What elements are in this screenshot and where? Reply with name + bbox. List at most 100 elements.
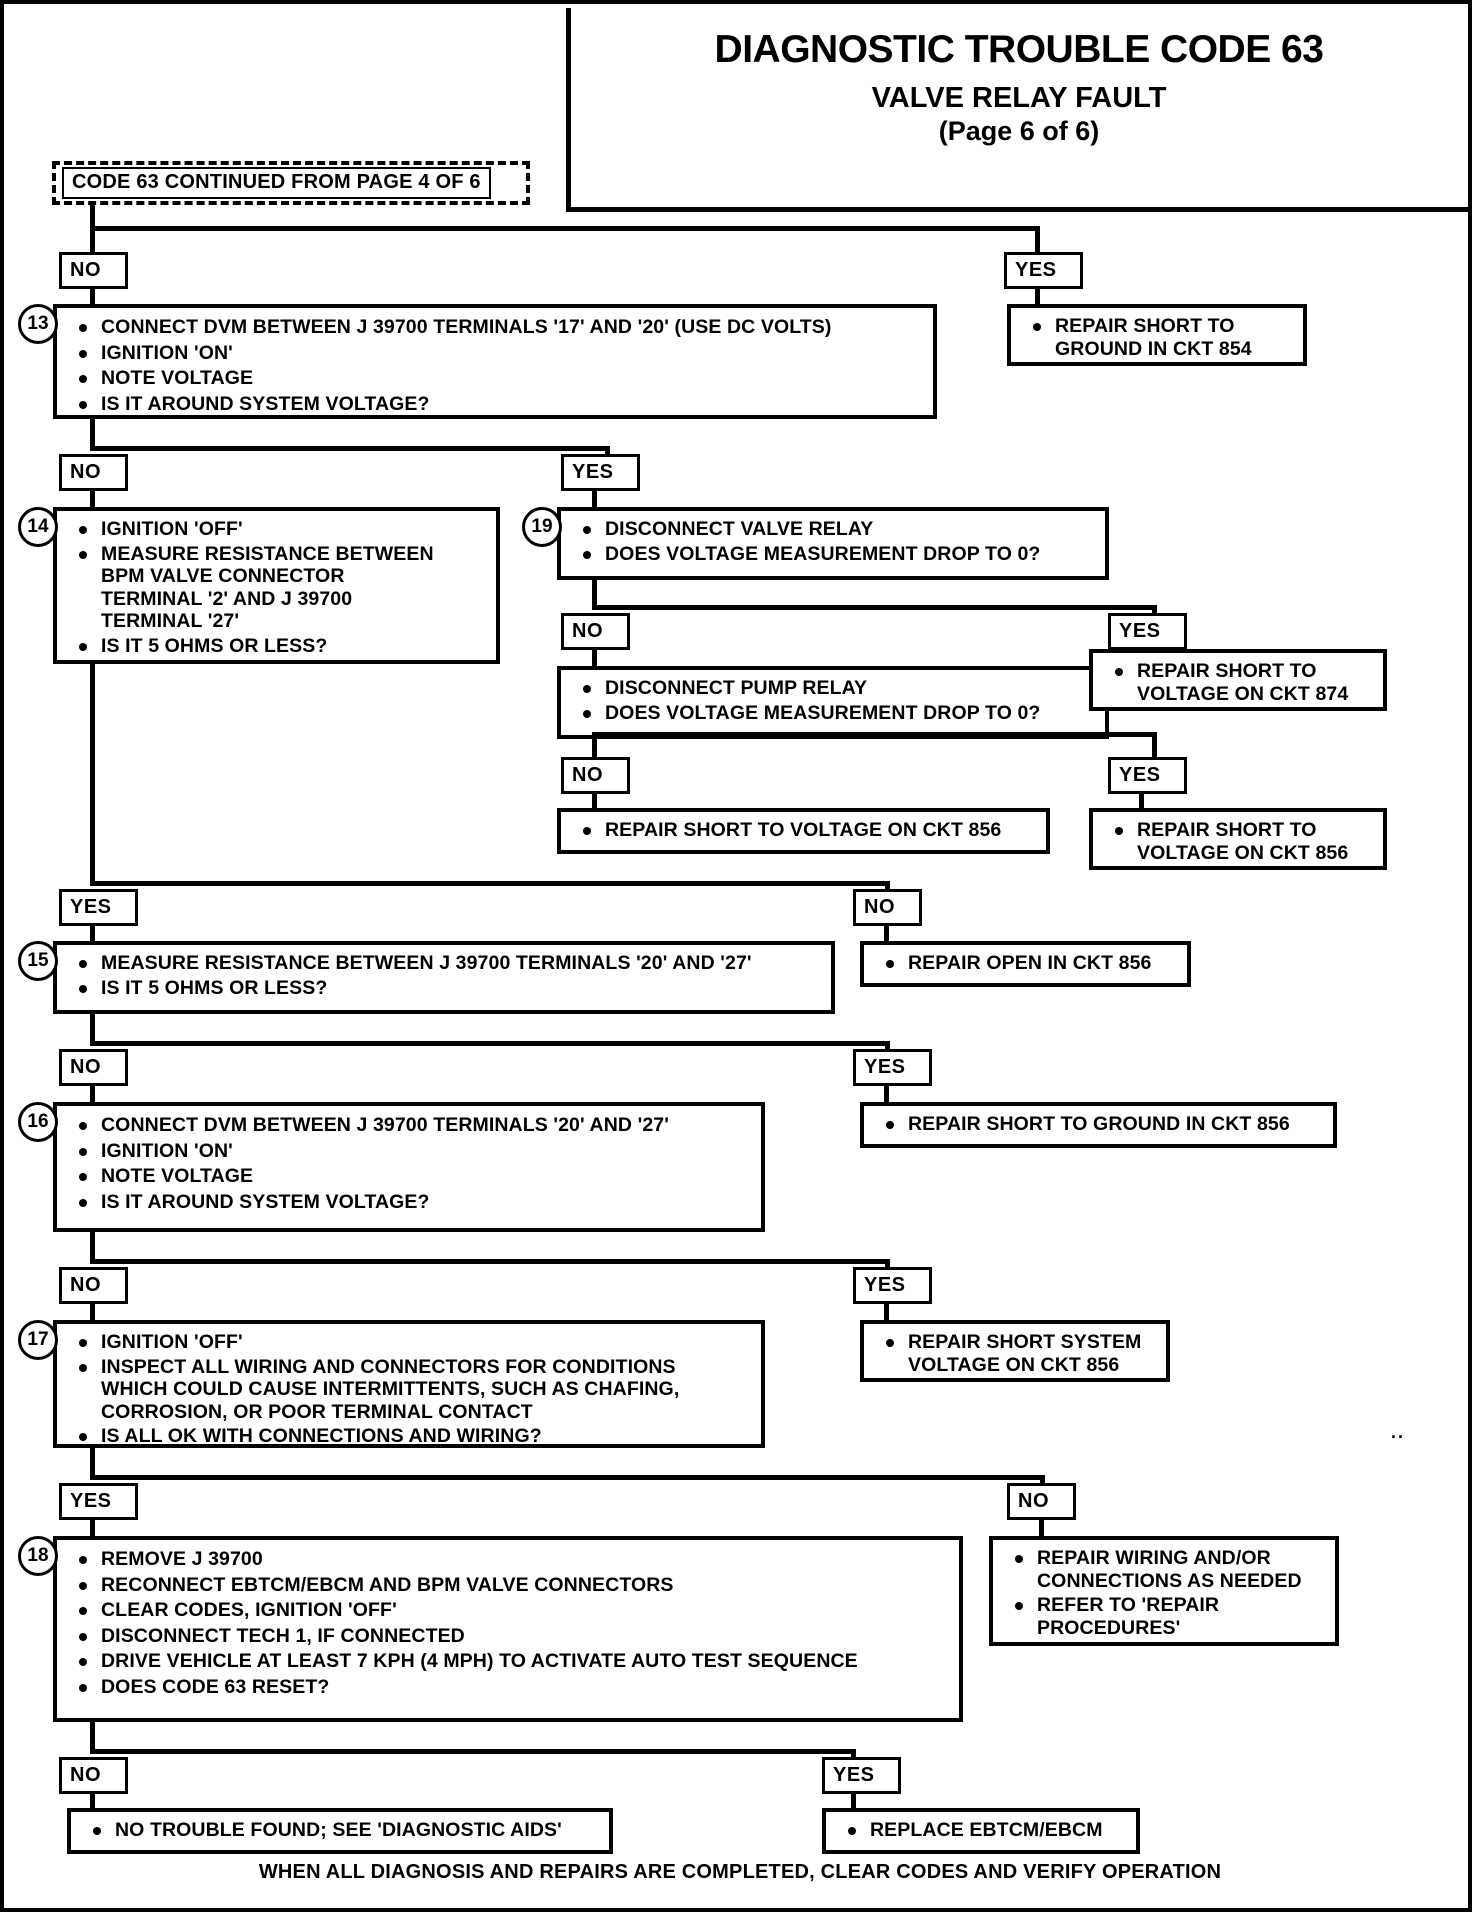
branch-yes-19-label: YES — [572, 461, 614, 483]
list-item: IGNITION 'OFF' — [67, 518, 490, 541]
connector-no17-to-step17 — [90, 1304, 95, 1322]
list-item: IS IT AROUND SYSTEM VOLTAGE? — [67, 1191, 755, 1214]
entry-connector-label: CODE 63 CONTINUED FROM PAGE 4 OF 6 — [62, 167, 491, 199]
connector-step19-stem — [592, 580, 597, 610]
branch-no-final-label: NO — [70, 1764, 101, 1786]
step-number-19-label: 19 — [531, 516, 553, 537]
action-repair-wiring-items: REPAIR WIRING AND/OR CONNECTIONS AS NEED… — [993, 1540, 1335, 1648]
branch-yes-final-label: YES — [833, 1764, 875, 1786]
action-box-repair-wiring: REPAIR WIRING AND/OR CONNECTIONS AS NEED… — [989, 1536, 1339, 1646]
branch-no-15-label: NO — [864, 896, 895, 918]
connector-no19-to-pump — [592, 650, 597, 669]
step-box-14: IGNITION 'OFF' MEASURE RESISTANCE BETWEE… — [53, 507, 500, 664]
connector-step13-stem — [90, 419, 95, 451]
step-17-items: IGNITION 'OFF' INSPECT ALL WIRING AND CO… — [57, 1324, 761, 1457]
list-item: REPAIR WIRING AND/OR CONNECTIONS AS NEED… — [1003, 1547, 1329, 1592]
step-number-18-label: 18 — [27, 1545, 49, 1566]
branch-yes-15-label: YES — [70, 896, 112, 918]
step-19-items: DISCONNECT VALVE RELAY DOES VOLTAGE MEAS… — [561, 511, 1105, 574]
step-18-items: REMOVE J 39700 RECONNECT EBTCM/EBCM AND … — [57, 1540, 959, 1709]
step-15-items: MEASURE RESISTANCE BETWEEN J 39700 TERMI… — [57, 945, 831, 1008]
branch-yes-19: YES — [561, 454, 640, 491]
branch-yes-pump-label: YES — [1119, 764, 1161, 786]
connector-step18-stem — [90, 1722, 95, 1754]
action-no-trouble-items: NO TROUBLE FOUND; SEE 'DIAGNOSTIC AIDS' — [71, 1812, 609, 1851]
action-pump-relay-items: DISCONNECT PUMP RELAY DOES VOLTAGE MEASU… — [561, 670, 1105, 733]
list-item: MEASURE RESISTANCE BETWEEN BPM VALVE CON… — [67, 543, 490, 633]
step-number-13: 13 — [18, 304, 58, 344]
connector-yes-final-to-action — [851, 1794, 856, 1810]
step-box-16: CONNECT DVM BETWEEN J 39700 TERMINALS '2… — [53, 1102, 765, 1232]
list-item: REPAIR SHORT TO VOLTAGE ON CKT 856 — [571, 819, 1040, 842]
action-box-replace-ebtcm: REPLACE EBTCM/EBCM — [822, 1808, 1140, 1854]
list-item: DOES VOLTAGE MEASUREMENT DROP TO 0? — [571, 543, 1099, 566]
footer-note: WHEN ALL DIAGNOSIS AND REPAIRS ARE COMPL… — [258, 1861, 1222, 1883]
list-item: REMOVE J 39700 — [67, 1548, 953, 1571]
step-number-16: 16 — [18, 1102, 58, 1142]
list-item: DISCONNECT PUMP RELAY — [571, 677, 1099, 700]
step-number-17-label: 17 — [27, 1329, 49, 1350]
connector-split-bar-14 — [90, 446, 610, 451]
branch-yes-17: YES — [853, 1267, 932, 1304]
branch-no-pump: NO — [561, 757, 630, 794]
branch-yes-15: YES — [59, 889, 138, 926]
step-number-16-label: 16 — [27, 1111, 49, 1132]
list-item: DISCONNECT VALVE RELAY — [571, 518, 1099, 541]
step-14-items: IGNITION 'OFF' MEASURE RESISTANCE BETWEE… — [57, 511, 496, 667]
connector-no13-to-step13 — [90, 289, 95, 307]
branch-no-16-label: NO — [70, 1056, 101, 1078]
connector-split-bar-final — [90, 1749, 856, 1754]
step-box-19: DISCONNECT VALVE RELAY DOES VOLTAGE MEAS… — [557, 507, 1109, 580]
step-number-13-label: 13 — [27, 313, 49, 334]
connector-yes17-to-action — [884, 1304, 889, 1322]
list-item: IGNITION 'OFF' — [67, 1331, 755, 1354]
branch-no-14-label: NO — [70, 461, 101, 483]
connector-split-bar-18 — [90, 1475, 1045, 1480]
step-number-14: 14 — [18, 507, 58, 547]
connector-yes18-to-step18 — [90, 1520, 95, 1538]
connector-drop-right-pump — [1152, 732, 1157, 758]
step-box-15: MEASURE RESISTANCE BETWEEN J 39700 TERMI… — [53, 941, 835, 1014]
step-box-17: IGNITION 'OFF' INSPECT ALL WIRING AND CO… — [53, 1320, 765, 1448]
connector-no14-to-step14 — [90, 491, 95, 510]
list-item: DISCONNECT TECH 1, IF CONNECTED — [67, 1625, 953, 1648]
page-number-label: (Page 6 of 6) — [938, 116, 1100, 147]
action-replace-ebtcm-items: REPLACE EBTCM/EBCM — [826, 1812, 1136, 1851]
action-box-pump-relay: DISCONNECT PUMP RELAY DOES VOLTAGE MEASU… — [557, 666, 1109, 739]
action-short-voltage-856-wide-items: REPAIR SHORT TO VOLTAGE ON CKT 856 — [561, 812, 1046, 851]
step-number-18: 18 — [18, 1536, 58, 1576]
connector-pump-stem — [592, 739, 597, 767]
branch-yes-pump: YES — [1108, 757, 1187, 794]
action-short-voltage-856-narrow-items: REPAIR SHORT TO VOLTAGE ON CKT 856 — [1093, 812, 1383, 873]
page-subtitle: VALVE RELAY FAULT — [871, 81, 1167, 114]
branch-no-17-label: NO — [70, 1274, 101, 1296]
list-item: IGNITION 'ON' — [67, 342, 927, 365]
branch-yes-18: YES — [59, 1483, 138, 1520]
branch-yes-final: YES — [822, 1757, 901, 1794]
connector-yes19-to-step19 — [592, 491, 597, 510]
step-box-13: CONNECT DVM BETWEEN J 39700 TERMINALS '1… — [53, 304, 937, 419]
connector-no16-to-step16 — [90, 1086, 95, 1104]
action-box-short-voltage-874: REPAIR SHORT TO VOLTAGE ON CKT 874 — [1089, 649, 1387, 711]
header-divider-vertical — [566, 8, 571, 212]
connector-step16-stem — [90, 1232, 95, 1264]
list-item: DRIVE VEHICLE AT LEAST 7 KPH (4 MPH) TO … — [67, 1650, 953, 1673]
list-item: IS IT 5 OHMS OR LESS? — [67, 635, 490, 658]
list-item: CONNECT DVM BETWEEN J 39700 TERMINALS '1… — [67, 316, 927, 339]
branch-no-18-label: NO — [1018, 1490, 1049, 1512]
step-16-items: CONNECT DVM BETWEEN J 39700 TERMINALS '2… — [57, 1106, 761, 1223]
branch-no-final: NO — [59, 1757, 128, 1794]
action-box-short-ground-856: REPAIR SHORT TO GROUND IN CKT 856 — [860, 1102, 1337, 1148]
action-box-no-trouble-found: NO TROUBLE FOUND; SEE 'DIAGNOSTIC AIDS' — [67, 1808, 613, 1854]
action-box-short-system-856: REPAIR SHORT SYSTEM VOLTAGE ON CKT 856 — [860, 1320, 1170, 1382]
connector-split-bar-pump — [592, 732, 1157, 737]
connector-drop-right-13 — [1035, 226, 1040, 254]
page-title: DIAGNOSTIC TROUBLE CODE 63 — [714, 28, 1324, 71]
connector-split-bar-17 — [90, 1259, 890, 1264]
branch-no-13-label: NO — [70, 259, 101, 281]
list-item: REFER TO 'REPAIR PROCEDURES' — [1003, 1594, 1329, 1639]
list-item: REPLACE EBTCM/EBCM — [836, 1819, 1130, 1842]
connector-no18-to-action — [1039, 1520, 1044, 1538]
branch-no-13: NO — [59, 252, 128, 289]
